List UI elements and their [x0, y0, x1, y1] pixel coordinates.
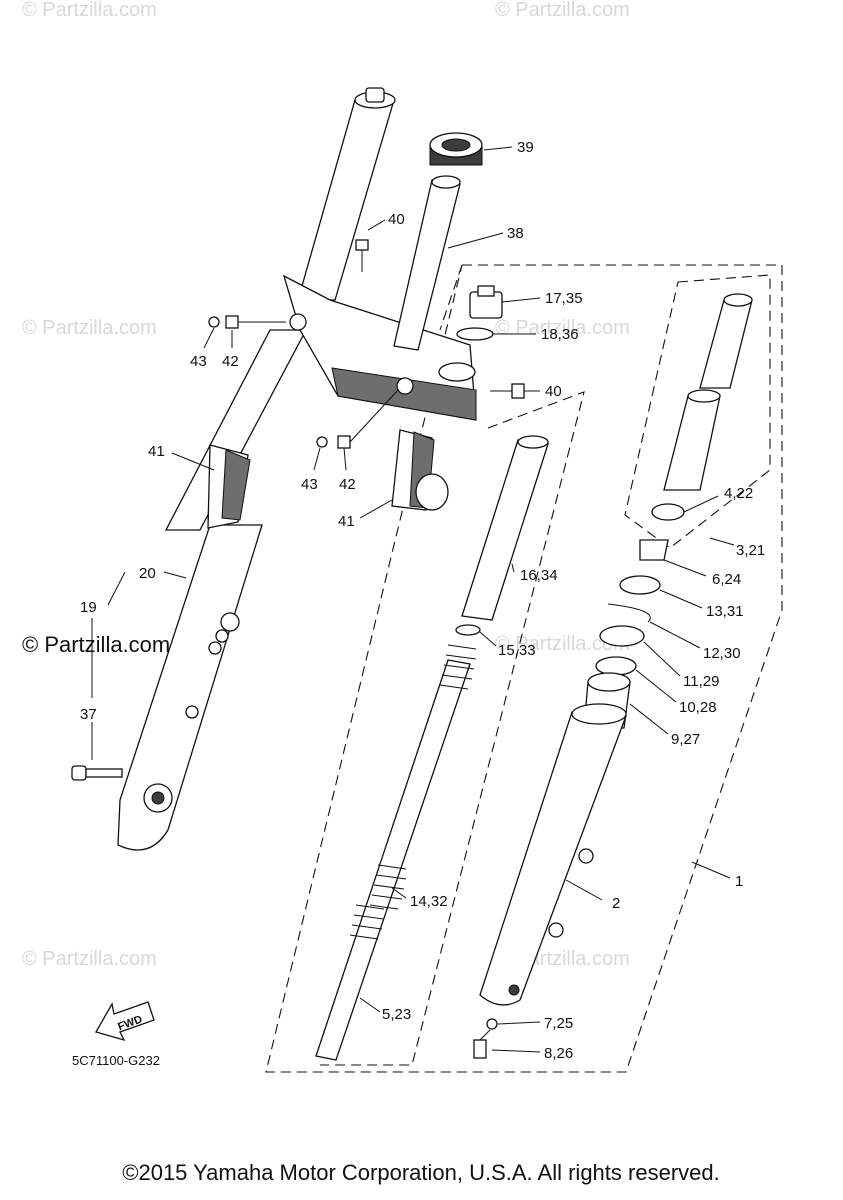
callout-41: 41 — [338, 513, 355, 530]
screw-42a — [225, 315, 239, 329]
washer-43a — [208, 316, 220, 328]
callout-41: 41 — [148, 443, 165, 460]
callout-39: 39 — [517, 139, 534, 156]
callout-43: 43 — [301, 476, 318, 493]
bolt-40-right — [490, 383, 525, 399]
fork-assembly-outline — [265, 264, 783, 1073]
bushing-6 — [639, 539, 669, 561]
seal-4 — [651, 503, 685, 521]
callout-2: 2 — [612, 895, 620, 912]
washer-43b — [316, 436, 328, 448]
callout-13-31: 13,31 — [706, 603, 744, 620]
bolt-37 — [71, 765, 123, 781]
seat-15 — [455, 624, 481, 636]
leader-lines — [91, 146, 735, 1053]
watermark: © Partzilla.com — [495, 633, 630, 655]
callout-8-26: 8,26 — [544, 1045, 573, 1062]
callout-42: 42 — [339, 476, 356, 493]
watermark-main: © Partzilla.com — [22, 632, 170, 657]
callout-9-27: 9,27 — [671, 731, 700, 748]
clip-12 — [607, 603, 651, 623]
callout-7-25: 7,25 — [544, 1015, 573, 1032]
callout-18-36: 18,36 — [541, 326, 579, 343]
outer-tube-2 — [479, 703, 627, 1006]
cap-bolt-17 — [469, 285, 503, 319]
callout-14-32: 14,32 — [410, 893, 448, 910]
watermark: © Partzilla.com — [22, 0, 157, 21]
callout-12-30: 12,30 — [703, 645, 741, 662]
damper-cartridge-3 — [663, 293, 753, 491]
callout-40: 40 — [388, 211, 405, 228]
callout-37: 37 — [80, 706, 97, 723]
steering-bracket — [282, 175, 477, 421]
callout-1: 1 — [735, 873, 743, 890]
damper-rod — [315, 644, 477, 1061]
diagram-code: 5C71100-G232 — [72, 1053, 160, 1068]
o-ring-18 — [456, 327, 494, 341]
inner-fork-outline — [320, 391, 585, 1066]
bearing-39 — [429, 132, 483, 166]
fwd-arrow-icon: FWD — [95, 1001, 155, 1042]
watermark: © Partzilla.com — [495, 0, 630, 21]
bolt-40-upper — [355, 239, 369, 272]
screw-42b — [337, 435, 351, 449]
callout-42: 42 — [222, 353, 239, 370]
callout-11-29: 11,29 — [683, 673, 719, 690]
callout-20: 20 — [139, 565, 156, 582]
inner-tube-16 — [461, 435, 549, 621]
callout-40: 40 — [545, 383, 562, 400]
callout-10-28: 10,28 — [679, 699, 717, 716]
callout-4-22: 4,22 — [724, 485, 753, 502]
watermark: © Partzilla.com — [22, 317, 157, 339]
callout-19: 19 — [80, 599, 97, 616]
washer-13 — [619, 575, 661, 595]
callout-3-21: 3,21 — [736, 542, 765, 559]
washer-10 — [595, 656, 637, 676]
watermark: © Partzilla.com — [22, 948, 157, 970]
bracket-outline — [439, 264, 463, 331]
callout-5-23: 5,23 — [382, 1006, 411, 1023]
left-fork-assembly — [117, 87, 396, 851]
callout-38: 38 — [507, 225, 524, 242]
seal-11 — [599, 625, 645, 647]
callout-15-33: 15,33 — [498, 642, 536, 659]
guard-41-right — [391, 429, 449, 511]
bolt-8 — [473, 1029, 491, 1059]
copyright-notice: ©2015 Yamaha Motor Corporation, U.S.A. A… — [122, 1160, 719, 1185]
callout-16-34: 16,34 — [520, 567, 558, 584]
callout-17-35: 17,35 — [545, 290, 583, 307]
washer-7 — [486, 1018, 498, 1030]
callout-6-24: 6,24 — [712, 571, 741, 588]
callout-43: 43 — [190, 353, 207, 370]
